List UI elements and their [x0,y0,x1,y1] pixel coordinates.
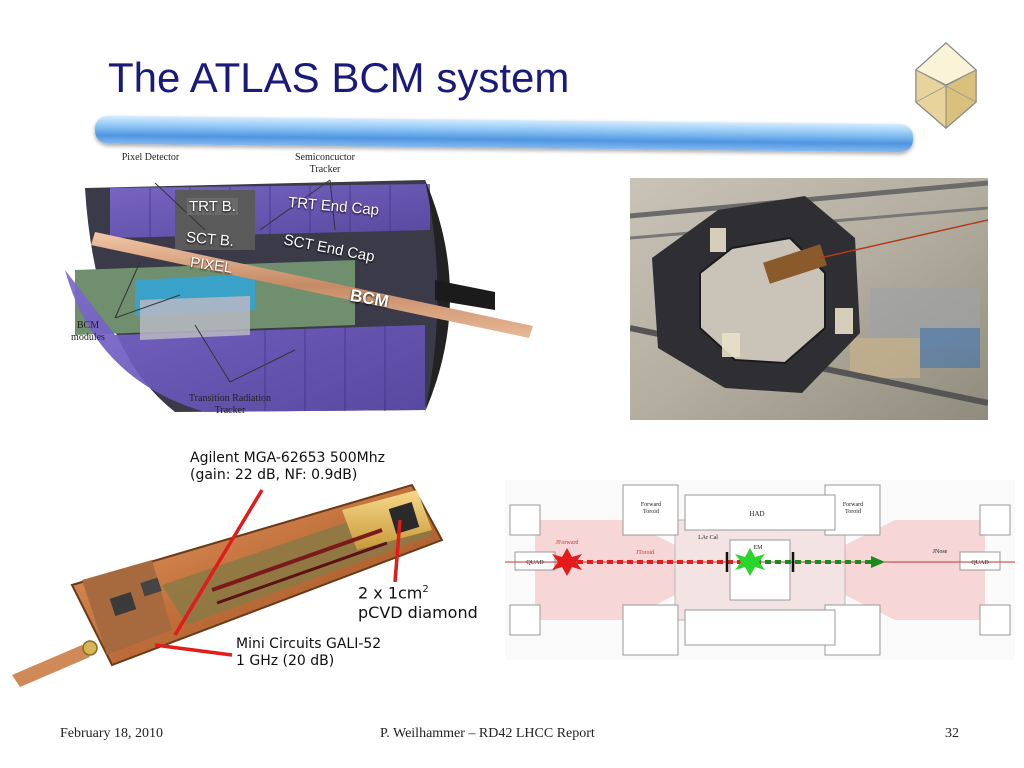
pixel-detector-label: Pixel Detector [121,152,180,163]
jforward-label: JForward [555,540,579,546]
detector-layout-diagram: Forward Toroid Forward Toroid HAD LAr Ca… [505,480,1015,660]
jnose-label: JNose [932,549,948,555]
bcm-ring-photo [630,178,988,420]
footer-page-number: 32 [945,726,959,741]
diamond-line2: pCVD diamond [358,603,478,623]
diamond-line1: 2 x 1cm2 [358,583,429,603]
slide-title: The ATLAS BCM system [108,54,570,101]
amplifier1-line2: (gain: 22 dB, NF: 0.9dB) [190,467,358,483]
quad-right-label: QUAD [971,560,989,566]
em-label: EM [753,545,763,551]
amplifier2-line2: 1 GHz (20 dB) [236,653,335,669]
quad-left-label: QUAD [526,560,544,566]
lar-cal-label: LAr Cal [698,535,718,541]
trt-barrel-label: TRT B. [187,198,238,215]
diamond-superscript: 2 [422,584,429,595]
forward-toroid-right-label: Forward Toroid [842,502,864,515]
jtoroid-label: JToroid [635,550,655,556]
amplifier1-callout: Agilent MGA-62653 500Mhz (gain: 22 dB, N… [190,450,385,484]
had-label: HAD [749,510,765,518]
amplifier2-line1: Mini Circuits GALI-52 [236,636,382,652]
semiconductor-tracker-label: Semiconcuctor Tracker [295,152,355,175]
transition-radiation-tracker-label: Transition Radiation Tracker [188,393,272,416]
atlas-inner-detector-illustration [65,179,533,412]
bcm-module-photo [12,483,444,687]
bcm-modules-label: BCM modules [71,320,105,343]
footer-center: P. Weilhammer – RD42 LHCC Report [380,726,595,741]
diamond-callout: 2 x 1cm2 pCVD diamond [358,580,478,623]
amplifier1-line1: Agilent MGA-62653 500Mhz [190,450,385,466]
detector-layout-schematic [505,480,1015,660]
forward-toroid-left-label: Forward Toroid [640,502,662,515]
amplifier2-callout: Mini Circuits GALI-52 1 GHz (20 dB) [236,636,381,670]
footer-date: February 18, 2010 [60,726,164,741]
diamond-logo-icon [915,41,977,130]
